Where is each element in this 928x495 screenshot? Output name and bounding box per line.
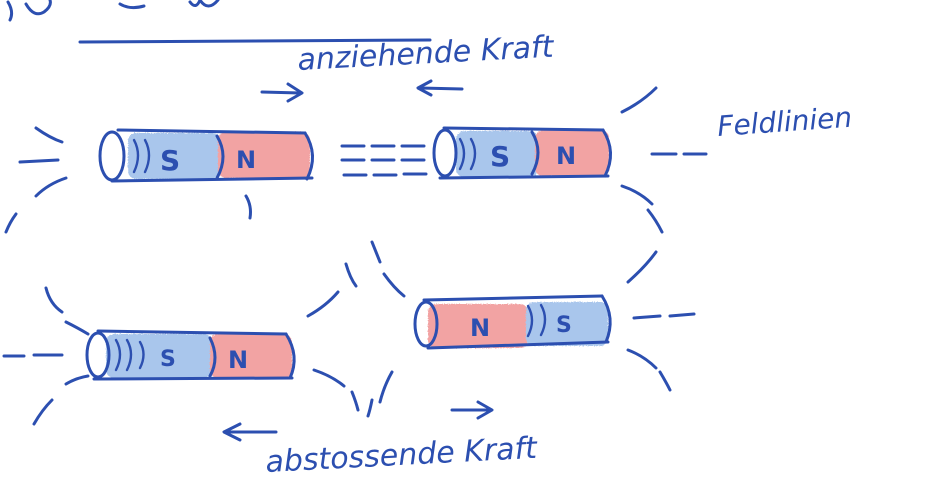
north-pole-label: N [556,142,576,170]
field-lines-top-right [620,86,708,234]
south-half [128,133,220,179]
south-pole-label: S [160,347,176,372]
field-lines-top-left [4,126,252,234]
north-pole-label: N [228,346,248,374]
south-pole-label: S [490,140,510,173]
south-pole-label: S [160,144,180,177]
field-lines-between-top [340,144,428,177]
north-pole-label: N [470,314,490,342]
attract-label: anziehende Kraft [297,30,556,78]
south-half [106,334,212,378]
field-lines-bottom-right [366,240,696,418]
magnet-bottom-left: S N [85,329,296,381]
repel-label: abstossende Kraft [265,431,539,480]
heading-underline [78,38,432,44]
attract-arrow-left [416,79,464,97]
field-lines-label: Feldlinien [716,101,853,143]
south-pole-label: S [556,313,572,338]
north-pole-label: N [236,146,256,174]
top-heading-fragment [6,0,432,44]
repel-arrow-right [450,400,494,420]
south-half [526,302,608,346]
north-half [210,334,292,378]
magnet-top-left: S N [98,128,314,183]
magnet-top-right: S N [432,126,612,180]
attract-arrow-right [260,82,304,103]
north-half [428,304,528,348]
repel-arrow-left [222,422,278,442]
field-lines-bottom-left [2,262,360,426]
magnet-bottom-right: N S [413,294,612,350]
north-half [535,130,609,176]
south-half [456,131,538,177]
north-half [218,132,310,178]
